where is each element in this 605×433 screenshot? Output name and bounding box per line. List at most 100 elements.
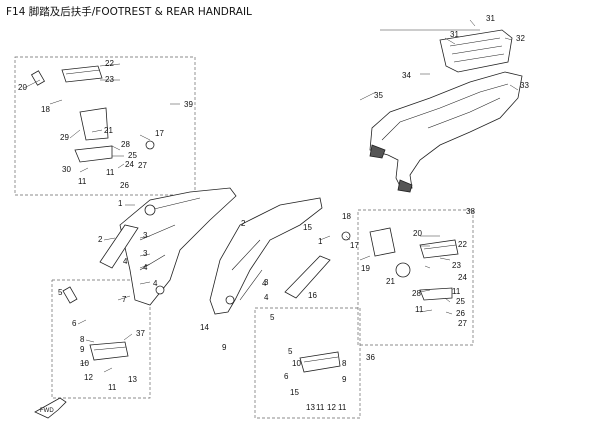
callout-33: 33 (520, 81, 529, 90)
callout-2-center: 2 (241, 219, 246, 228)
right-side-cover (284, 255, 331, 299)
footpeg-center (299, 351, 341, 373)
callout-12-left: 12 (84, 373, 93, 382)
callout-6-center: 6 (284, 372, 289, 381)
callout-23-right: 23 (452, 261, 461, 270)
callout-6-left: 6 (72, 319, 77, 328)
callout-12-center: 12 (327, 403, 336, 412)
callout-11-center-a: 11 (316, 403, 325, 412)
callout-1-center: 1 (318, 237, 323, 246)
callout-5-left: 5 (58, 288, 63, 297)
callout-26-top: 26 (120, 181, 129, 190)
heel-plate-top-left (74, 145, 113, 163)
callout-5-center: 5 (270, 313, 275, 322)
callout-10-left: 10 (80, 359, 89, 368)
callout-3-left-b: 3 (143, 249, 148, 258)
callout-11-center-b: 11 (338, 403, 347, 412)
callout-9-center-a: 9 (342, 375, 347, 384)
callout-27-top: 27 (138, 161, 147, 170)
callout-21-right: 21 (386, 277, 395, 286)
callout-4-left-b: 4 (143, 263, 148, 272)
callout-34: 34 (402, 71, 411, 80)
callout-22-right: 22 (458, 240, 467, 249)
callout-11-right-b: 11 (415, 305, 424, 314)
callout-17-top: 17 (155, 129, 164, 138)
left-footrest-bracket (119, 187, 237, 306)
callout-13-left: 13 (128, 375, 137, 384)
callout-8-left: 8 (80, 335, 85, 344)
callout-29: 29 (60, 133, 69, 142)
callout-22-top: 22 (105, 59, 114, 68)
callout-25-right: 25 (456, 297, 465, 306)
callout-11-top-b: 11 (106, 168, 115, 177)
callout-2-left: 2 (98, 235, 103, 244)
bolt-17-left (145, 140, 155, 150)
callout-7: 7 (122, 295, 127, 304)
callout-28-top: 28 (121, 140, 130, 149)
handrail-pad (439, 29, 513, 73)
callout-14: 14 (200, 323, 209, 332)
callout-24-top: 24 (125, 160, 134, 169)
right-footrest-bracket (209, 197, 323, 315)
callout-3-left-a: 3 (143, 231, 148, 240)
callout-4-left-c: 4 (153, 279, 158, 288)
callout-37: 37 (136, 329, 145, 338)
callout-19: 19 (361, 264, 370, 273)
diagram-title: F14 脚踏及后扶手/FOOTREST & REAR HANDRAIL (6, 6, 252, 18)
footpeg-right (419, 239, 459, 259)
callout-17-right: 17 (350, 241, 359, 250)
rear-handrail (369, 71, 523, 193)
footpeg-left (89, 341, 129, 361)
footpeg-holder-top-left (79, 107, 109, 141)
callout-15-bottom: 15 (290, 388, 299, 397)
callout-15-center: 15 (303, 223, 312, 232)
group-box-37 (51, 279, 151, 399)
callout-21-top: 21 (104, 126, 113, 135)
callout-9-center-b: 9 (222, 343, 227, 352)
callout-39: 39 (184, 100, 193, 109)
cap-21 (395, 262, 411, 278)
callout-4-center: 4 (264, 293, 269, 302)
callout-5-center-b: 5 (288, 347, 293, 356)
callout-11-right-a: 11 (452, 287, 461, 296)
callout-16: 16 (308, 291, 317, 300)
callout-30: 30 (62, 165, 71, 174)
pin-5 (62, 286, 78, 304)
callout-1-left: 1 (118, 199, 123, 208)
callout-20-right: 20 (413, 229, 422, 238)
group-box-38 (357, 209, 474, 346)
pin-20 (30, 70, 46, 86)
group-box-39 (14, 56, 196, 196)
callout-26-right: 26 (456, 309, 465, 318)
callout-4-left-a: 4 (123, 257, 128, 266)
group-box-36 (254, 307, 361, 419)
callout-11-left: 11 (108, 383, 117, 392)
left-side-cover (99, 224, 139, 269)
callout-3-center: 3 (264, 278, 269, 287)
heel-plate-right (419, 287, 453, 301)
callout-23-top: 23 (105, 75, 114, 84)
callout-20-top: 20 (18, 83, 27, 92)
fwd-label: FWD (40, 408, 54, 414)
callout-10-center: 10 (292, 359, 301, 368)
callout-24-right: 24 (458, 273, 467, 282)
callout-32: 32 (516, 34, 525, 43)
callout-13-center: 13 (306, 403, 315, 412)
callout-27-right: 27 (458, 319, 467, 328)
footpeg-top-left (61, 65, 103, 83)
fwd-arrow (34, 397, 67, 419)
callout-35: 35 (374, 91, 383, 100)
callout-8-center: 8 (342, 359, 347, 368)
footpeg-holder-right (369, 227, 396, 257)
callout-4-center-b: 4 (262, 279, 267, 288)
callout-36: 36 (366, 353, 375, 362)
callout-31-a: 31 (486, 14, 495, 23)
callout-31-b: 31 (450, 30, 459, 39)
callout-28-right: 28 (412, 289, 421, 298)
callout-9-left: 9 (80, 345, 85, 354)
callout-11-top-a: 11 (78, 177, 87, 186)
callout-38: 38 (466, 207, 475, 216)
callout-25-top: 25 (128, 151, 137, 160)
